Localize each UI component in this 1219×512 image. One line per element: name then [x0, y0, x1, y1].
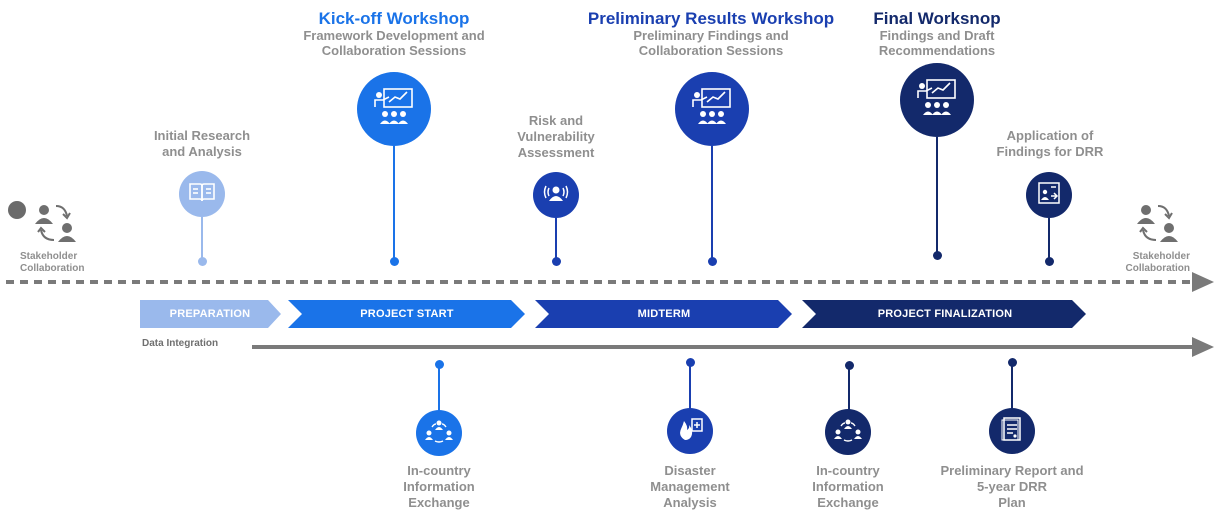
application-stem [1048, 218, 1050, 260]
risk-stem [555, 218, 557, 260]
presentation-icon [689, 86, 735, 133]
initial-research-dot [198, 257, 207, 266]
report-circle [989, 408, 1035, 454]
initial-research-line1: Initial Research [153, 128, 251, 143]
stakeholder-right-line1: Stakeholder [1132, 251, 1190, 262]
risk-dot [552, 257, 561, 266]
kickoff-workshop-sub1: Framework Development and [303, 28, 485, 43]
final-workshop-title: Final Worksnop [873, 9, 1001, 28]
risk-label: Risk and Vulnerability Assessment [496, 113, 616, 161]
stakeholder-right-label: Stakeholder Collaboration [1094, 251, 1190, 275]
stakeholder-left-label: Stakeholder Collaboration [20, 251, 130, 275]
stakeholder-left-line1: Stakeholder [20, 251, 78, 262]
data-integration-arrow [252, 337, 1214, 357]
phase-midterm-shape [535, 300, 792, 328]
phase-preparation-shape [140, 300, 281, 328]
board-arrow-icon [1036, 181, 1062, 210]
preliminary-dot [708, 257, 717, 266]
exchange1-label: In-country Information Exchange [379, 463, 499, 511]
disaster-label: Disaster Management Analysis [630, 463, 750, 511]
preliminary-workshop-sub1: Preliminary Findings and [633, 28, 789, 43]
stakeholder-left-line2: Collaboration [20, 263, 85, 274]
exchange2-label: In-country Information Exchange [788, 463, 908, 511]
risk-line1: Risk and [528, 113, 584, 128]
group-network-icon [833, 417, 863, 448]
initial-research-circle [179, 171, 225, 217]
exchange1-line1: In-country [407, 463, 471, 478]
application-line2: Findings for DRR [996, 144, 1104, 159]
presentation-icon [914, 77, 960, 124]
preliminary-workshop-title: Preliminary Results Workshop [587, 9, 835, 28]
report-dot [1008, 358, 1017, 367]
phase-finalization: PROJECT FINALIZATION [877, 308, 1013, 320]
phase-preparation: PREPARATION [169, 308, 251, 320]
exchange1-line3: Exchange [408, 495, 470, 510]
exchange1-stem [438, 368, 440, 412]
report-stem [1011, 366, 1013, 410]
disaster-line2: Management [650, 479, 730, 494]
application-label: Application of Findings for DRR [980, 128, 1120, 160]
exchange2-circle [825, 409, 871, 455]
phase-midterm: MIDTERM [637, 308, 691, 320]
stakeholder-right-line2: Collaboration [1125, 263, 1190, 274]
disaster-line3: Analysis [663, 495, 717, 510]
initial-research-stem [201, 217, 203, 261]
exchange2-line1: In-country [816, 463, 880, 478]
final-workshop-sub2: Recommendations [878, 43, 996, 58]
final-dot [933, 251, 942, 260]
exchange1-circle [416, 410, 462, 456]
phase-finalization-shape [802, 300, 1086, 328]
preliminary-stem [711, 146, 713, 260]
kickoff-workshop-block: Kick-off Workshop Framework Development … [279, 9, 509, 58]
stakeholder-timeline-arrow [6, 272, 1214, 292]
risk-line3: Assessment [517, 145, 595, 160]
initial-research-line2: and Analysis [162, 144, 242, 159]
application-line1: Application of [1006, 128, 1094, 143]
report-label: Preliminary Report and 5-year DRR Plan [917, 463, 1107, 511]
final-workshop-sub1: Findings and Draft [879, 28, 995, 43]
kickoff-dot [390, 257, 399, 266]
report-line1: Preliminary Report and [940, 463, 1084, 478]
exchange2-dot [845, 361, 854, 370]
disaster-line1: Disaster [664, 463, 716, 478]
final-stem [936, 137, 938, 255]
data-integration-label: Data Integration [142, 338, 219, 349]
report-line2: 5-year DRR [976, 479, 1048, 494]
final-workshop-block: Final Worksnop Findings and Draft Recomm… [852, 9, 1022, 58]
fire-plus-icon [676, 416, 704, 447]
application-dot [1045, 257, 1054, 266]
disaster-dot [686, 358, 695, 367]
people-exchange-icon [32, 200, 80, 246]
kickoff-workshop-title: Kick-off Workshop [318, 9, 470, 28]
disaster-circle [667, 408, 713, 454]
exchange2-line3: Exchange [817, 495, 879, 510]
person-waves-icon [541, 181, 571, 210]
exchange2-stem [848, 369, 850, 411]
group-network-icon [424, 418, 454, 449]
people-exchange-icon [1134, 200, 1182, 246]
final-workshop-circle [900, 63, 974, 137]
kickoff-workshop-circle [357, 72, 431, 146]
phase-project-start-shape [288, 300, 525, 328]
exchange2-line2: Information [812, 479, 884, 494]
report-line3: Plan [998, 495, 1026, 510]
risk-line2: Vulnerability [517, 129, 595, 144]
risk-circle [533, 172, 579, 218]
phase-project-start: PROJECT START [360, 308, 454, 320]
preliminary-workshop-sub2: Collaboration Sessions [638, 43, 784, 58]
kickoff-workshop-sub2: Collaboration Sessions [321, 43, 467, 58]
preliminary-workshop-block: Preliminary Results Workshop Preliminary… [566, 9, 856, 58]
application-circle [1026, 172, 1072, 218]
kickoff-stem [393, 146, 395, 260]
timeline-start-dot [8, 201, 26, 219]
initial-research-label: Initial Research and Analysis [132, 128, 272, 160]
disaster-stem [689, 366, 691, 410]
presentation-icon [371, 86, 417, 133]
preliminary-workshop-circle [675, 72, 749, 146]
document-icon [1000, 416, 1024, 447]
phase-chevrons [140, 300, 1086, 328]
exchange1-line2: Information [403, 479, 475, 494]
exchange1-dot [435, 360, 444, 369]
book-icon [188, 181, 216, 208]
